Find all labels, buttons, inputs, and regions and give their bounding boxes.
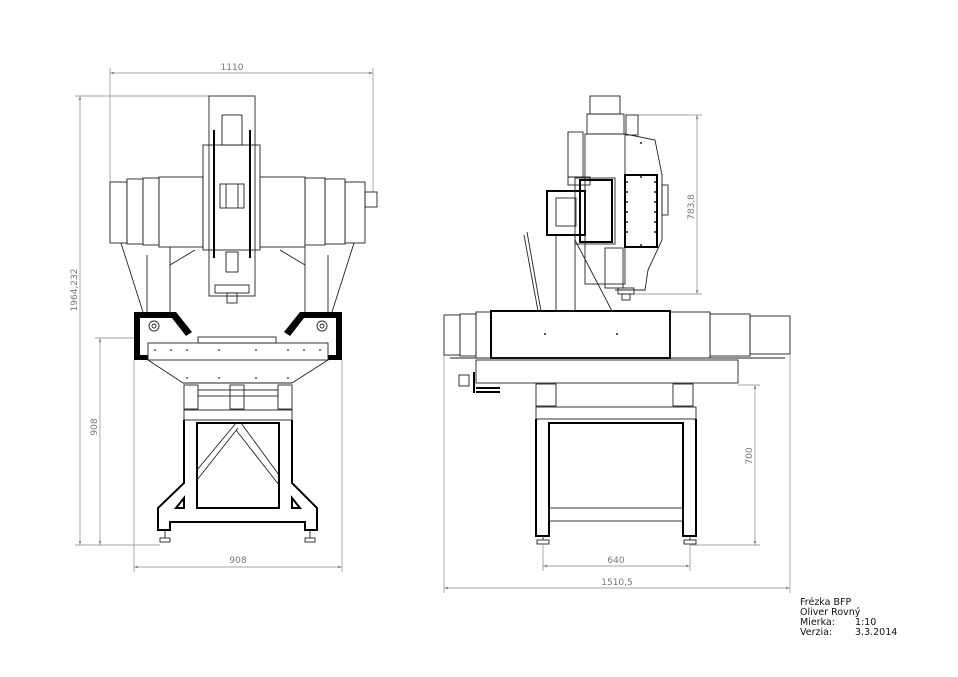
dim-width-base: 908 (133, 360, 343, 572)
dim-length-overall: 1510,5 (443, 355, 791, 593)
dim-width-overall: 1110 (109, 63, 374, 192)
table-slide (443, 310, 791, 393)
dim-label: 1510,5 (601, 578, 633, 588)
scale-label: Mierka: (800, 617, 835, 628)
dim-label: 908 (90, 418, 100, 435)
dim-label: 908 (229, 556, 246, 566)
machine-stand (157, 384, 318, 543)
version-value: 3.3.2014 (855, 627, 898, 638)
dim-height-overall: 1964,232 (70, 95, 210, 546)
column-and-head (523, 95, 669, 312)
dim-height-table: 908 (90, 337, 134, 545)
dim-label: 640 (607, 556, 624, 566)
dim-label: 1964,232 (70, 269, 80, 312)
title-block: Frézka BFP Oliver Rovný Mierka: 1:10 Verz… (800, 598, 897, 638)
dim-frame-height: 700 (690, 384, 760, 546)
z-axis-head (202, 95, 261, 304)
side-stand (535, 383, 697, 545)
drawing-title: Frézka BFP (800, 597, 852, 608)
dim-label: 783,8 (687, 194, 697, 220)
front-view: 1110 1964,232 908 908 (70, 63, 378, 572)
side-view: 783,8 700 640 1510,5 (443, 95, 791, 593)
version-label: Verzia: (800, 627, 833, 638)
machine-bed (134, 312, 342, 384)
dim-leg-spacing: 640 (542, 545, 691, 571)
dim-label: 1110 (221, 63, 244, 73)
gantry-beam (109, 176, 378, 248)
gantry-supports (120, 242, 355, 313)
scale-value: 1:10 (855, 617, 877, 628)
drawing-author: Oliver Rovný (800, 607, 861, 618)
dim-label: 700 (745, 447, 755, 464)
dim-head-height: 783,8 (625, 114, 702, 295)
